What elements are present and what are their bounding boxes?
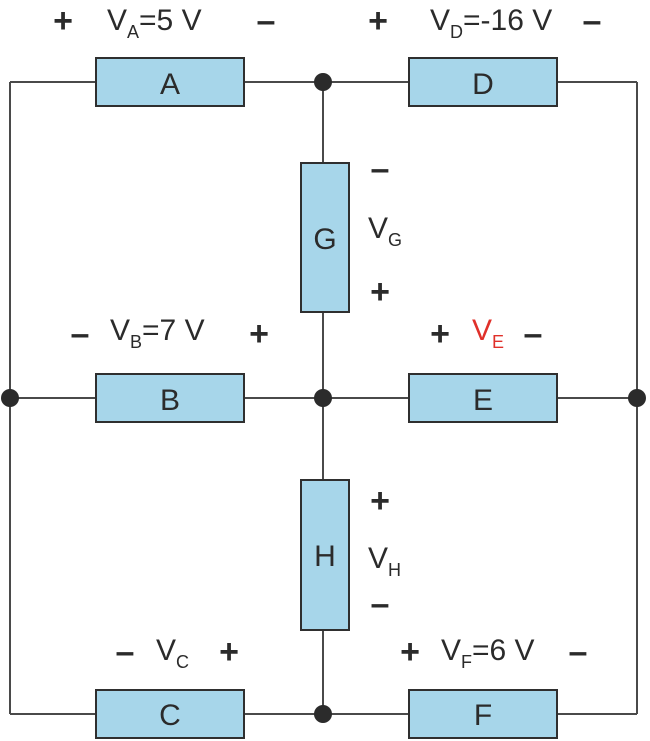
voltage-C-subscript: C [176, 652, 189, 672]
voltage-A: + VA=5 V – [53, 2, 275, 42]
voltage-C-minus: – [116, 633, 135, 671]
component-A-body [95, 57, 245, 107]
voltage-D: + VD=-16 V – [368, 2, 601, 42]
voltage-A-subscript: A [127, 22, 139, 42]
voltage-B: – VB=7 V + [71, 314, 269, 353]
component-H-body [300, 479, 350, 631]
component-G-body [300, 162, 350, 313]
voltage-D-text: VD=-16 V [430, 4, 552, 42]
voltage-E-subscript: E [492, 332, 504, 352]
component-E-body [408, 373, 558, 423]
component-G-label: G [313, 223, 336, 256]
component-A: A [95, 57, 245, 107]
voltage-B-plus: + [249, 315, 269, 353]
voltage-G-text: VG [368, 212, 402, 250]
voltage-G: – VG + [368, 150, 402, 311]
voltage-H-symbol: V [368, 542, 388, 575]
voltage-F-minus: – [569, 633, 588, 671]
voltage-H-plus: + [370, 482, 390, 520]
voltage-D-subscript: D [450, 22, 463, 42]
component-D-label: D [472, 68, 494, 101]
voltage-H-subscript: H [388, 560, 401, 580]
component-C-body [95, 689, 245, 739]
voltage-G-subscript: G [388, 230, 402, 250]
voltage-H-text: VH [368, 542, 401, 580]
voltage-B-symbol: V [110, 314, 130, 347]
component-B: B [95, 373, 245, 423]
component-C-label: C [159, 699, 181, 732]
voltage-C: – VC + [116, 633, 239, 672]
component-F-body [408, 689, 558, 739]
node-bottom-middle [314, 705, 332, 723]
component-E-label: E [473, 384, 493, 417]
voltage-D-minus: – [583, 2, 602, 40]
voltage-F-symbol: V [441, 634, 461, 667]
voltage-A-minus: – [257, 2, 276, 40]
voltage-A-symbol: V [107, 4, 127, 37]
component-A-label: A [160, 68, 180, 101]
voltage-B-subscript: B [130, 332, 142, 352]
voltage-B-text: VB=7 V [110, 314, 205, 352]
voltage-F: + VF=6 V – [400, 633, 587, 672]
component-C: C [95, 689, 245, 739]
component-D-body [408, 57, 558, 107]
voltage-D-plus: + [368, 2, 388, 40]
voltage-D-value: =-16 V [463, 4, 552, 37]
component-D: D [408, 57, 558, 107]
component-G: G [300, 162, 350, 313]
voltage-A-text: VA=5 V [107, 4, 202, 42]
voltage-F-text: VF=6 V [441, 634, 535, 672]
voltage-E-symbol: V [472, 314, 492, 347]
voltage-C-plus: + [219, 633, 239, 671]
component-F: F [408, 689, 558, 739]
voltage-C-symbol: V [156, 634, 176, 667]
component-F-label: F [474, 699, 492, 732]
nodes [1, 73, 646, 723]
voltage-H-minus: – [371, 585, 390, 623]
voltage-A-plus: + [53, 2, 73, 40]
component-H-label: H [314, 540, 336, 573]
voltage-A-value: =5 V [139, 4, 202, 37]
node-left [1, 389, 19, 407]
component-B-label: B [160, 384, 180, 417]
voltage-H: + VH – [368, 482, 401, 623]
voltage-F-plus: + [400, 633, 420, 671]
component-H: H [300, 479, 350, 631]
voltage-B-value: =7 V [142, 314, 205, 347]
voltage-C-text: VC [156, 634, 189, 672]
voltage-G-plus: + [370, 273, 390, 311]
component-E: E [408, 373, 558, 423]
component-B-body [95, 373, 245, 423]
voltage-D-symbol: V [430, 4, 450, 37]
voltage-E-plus: + [430, 315, 450, 353]
node-center [314, 389, 332, 407]
node-top-middle [314, 73, 332, 91]
voltage-B-minus: – [71, 315, 90, 353]
voltage-E-text: VE [472, 314, 504, 352]
voltage-F-value: =6 V [472, 634, 535, 667]
voltage-F-subscript: F [461, 652, 472, 672]
voltage-E: + VE – [430, 314, 542, 353]
voltage-G-symbol: V [368, 212, 388, 245]
voltage-G-minus: – [371, 150, 390, 188]
voltage-E-minus: – [524, 315, 543, 353]
node-right [628, 389, 646, 407]
